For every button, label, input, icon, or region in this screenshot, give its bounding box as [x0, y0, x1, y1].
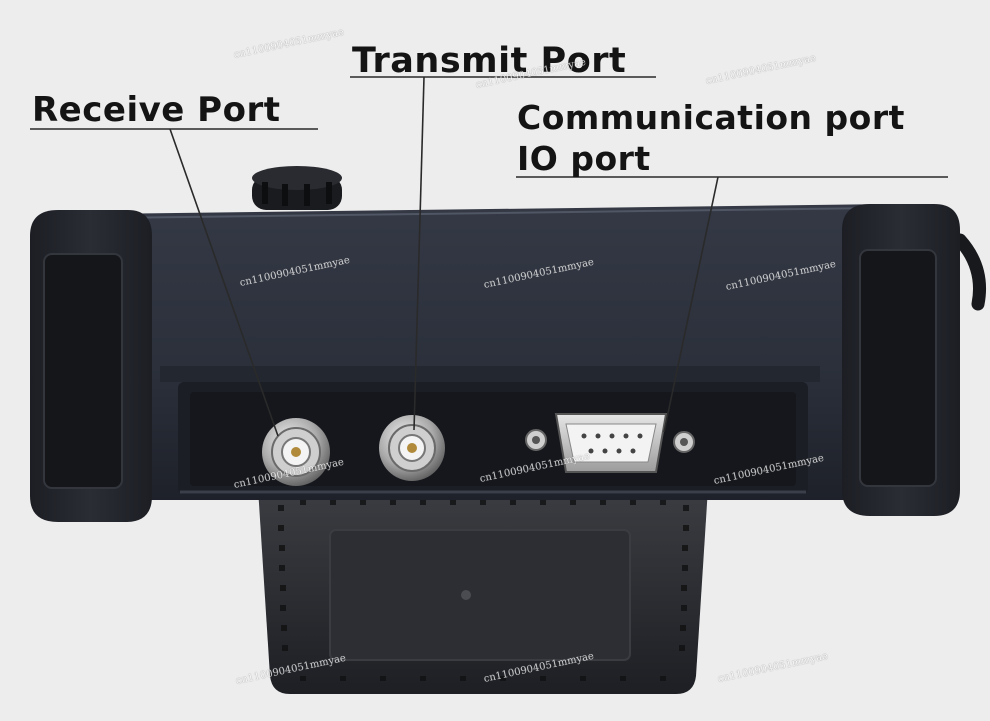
leader-lines — [30, 76, 948, 437]
transmit-bnc-connector — [379, 415, 445, 481]
rotary-knob — [252, 166, 342, 210]
io-port-label: IO port — [517, 139, 651, 178]
communication-port-label: Communication port — [517, 98, 905, 137]
left-bumper — [30, 210, 152, 522]
rear-stand — [258, 488, 708, 694]
cable — [953, 233, 987, 311]
receive-port-label: Receive Port — [32, 90, 281, 130]
receive-bnc-connector — [262, 418, 330, 486]
device-body — [72, 204, 918, 500]
transmit-port-label: Transmit Port — [352, 41, 627, 81]
right-bumper — [842, 204, 960, 516]
db9-serial-connector — [525, 413, 695, 473]
